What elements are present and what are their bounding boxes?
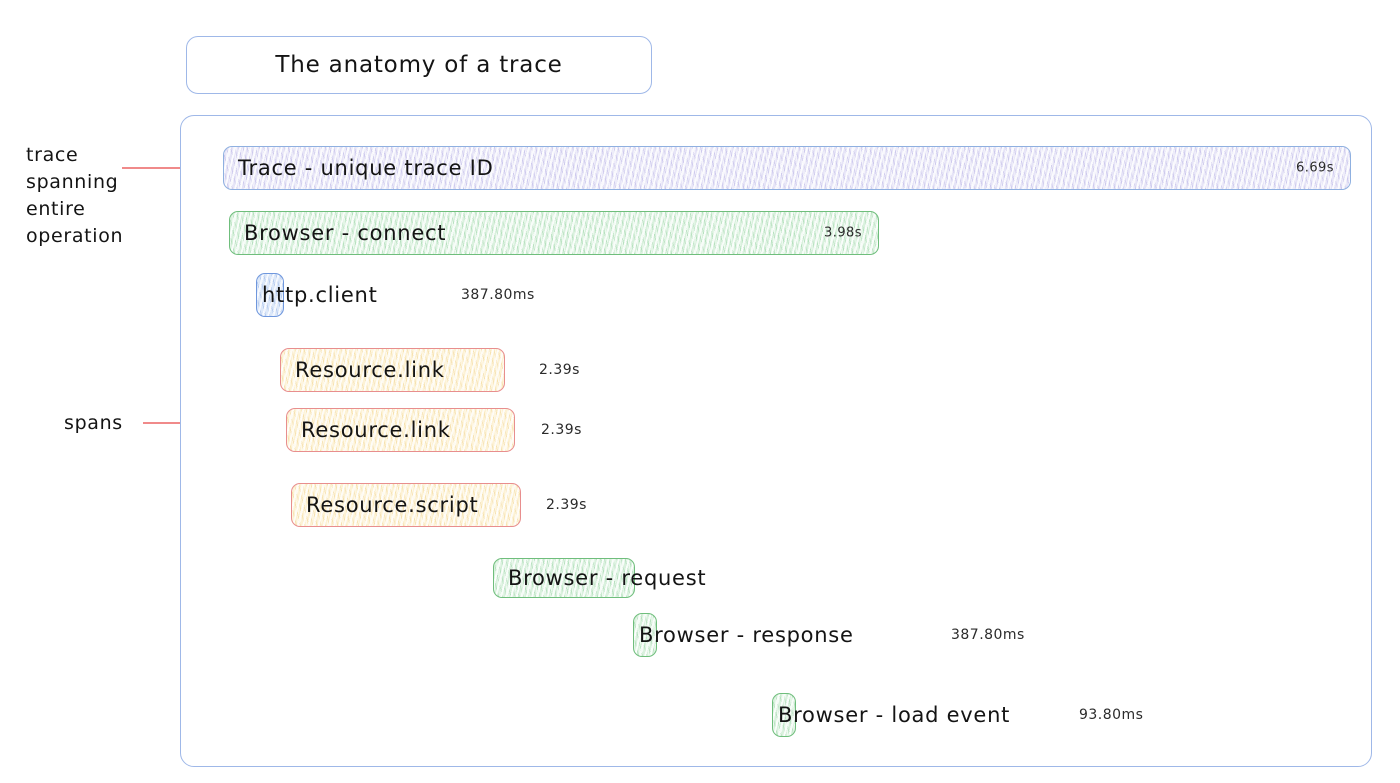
span-duration-resource-link-1: 2.39s — [539, 362, 580, 378]
trace-annotation-label: trace spanning entire operation — [26, 144, 124, 247]
page-title: The anatomy of a trace — [275, 52, 563, 78]
span-label-resource-link-2: Resource.link — [301, 418, 451, 442]
span-bar-trace[interactable]: Trace - unique trace ID 6.69s — [223, 146, 1351, 190]
title-box: The anatomy of a trace — [186, 36, 652, 94]
span-bar-resource-script[interactable]: Resource.script — [291, 483, 521, 527]
span-bar-browser-connect[interactable]: Browser - connect 3.98s — [229, 211, 879, 255]
span-bar-browser-response[interactable] — [633, 613, 657, 657]
span-label-browser-load-event: Browser - load event — [778, 703, 1011, 727]
span-duration-http-client: 387.80ms — [461, 287, 535, 303]
trace-row-browser-load-event: Browser - load event 93.80ms — [181, 693, 1371, 737]
span-bar-resource-link-1[interactable]: Resource.link — [280, 348, 505, 392]
span-label-browser-response: Browser - response — [639, 623, 854, 647]
span-bar-http-client[interactable] — [256, 273, 284, 317]
span-duration-browser-connect: 3.98s — [824, 225, 862, 241]
span-duration-resource-script: 2.39s — [546, 497, 587, 513]
span-duration-browser-response: 387.80ms — [951, 627, 1025, 643]
trace-row-resource-link-1: Resource.link 2.39s — [181, 348, 1371, 392]
trace-row-browser-response: Browser - response 387.80ms — [181, 613, 1371, 657]
trace-row-browser-request: Browser - request — [181, 558, 1371, 598]
span-label-trace: Trace - unique trace ID — [238, 156, 494, 180]
span-label-resource-link-1: Resource.link — [295, 358, 445, 382]
trace-row-trace: Trace - unique trace ID 6.69s — [181, 146, 1371, 190]
span-duration-browser-load-event: 93.80ms — [1079, 707, 1144, 723]
trace-row-resource-link-2: Resource.link 2.39s — [181, 408, 1371, 452]
span-label-browser-request: Browser - request — [508, 566, 707, 590]
trace-row-resource-script: Resource.script 2.39s — [181, 483, 1371, 527]
spans-annotation-label: spans — [64, 412, 123, 434]
span-label-resource-script: Resource.script — [306, 493, 479, 517]
span-label-browser-connect: Browser - connect — [244, 221, 447, 245]
trace-annotation-leader-line — [122, 167, 188, 169]
span-duration-resource-link-2: 2.39s — [541, 422, 582, 438]
span-duration-trace: 6.69s — [1296, 160, 1334, 176]
span-bar-browser-load-event[interactable] — [772, 693, 796, 737]
trace-row-browser-connect: Browser - connect 3.98s — [181, 211, 1371, 255]
span-bar-browser-request[interactable]: Browser - request — [493, 558, 706, 598]
span-bar-resource-link-2[interactable]: Resource.link — [286, 408, 515, 452]
